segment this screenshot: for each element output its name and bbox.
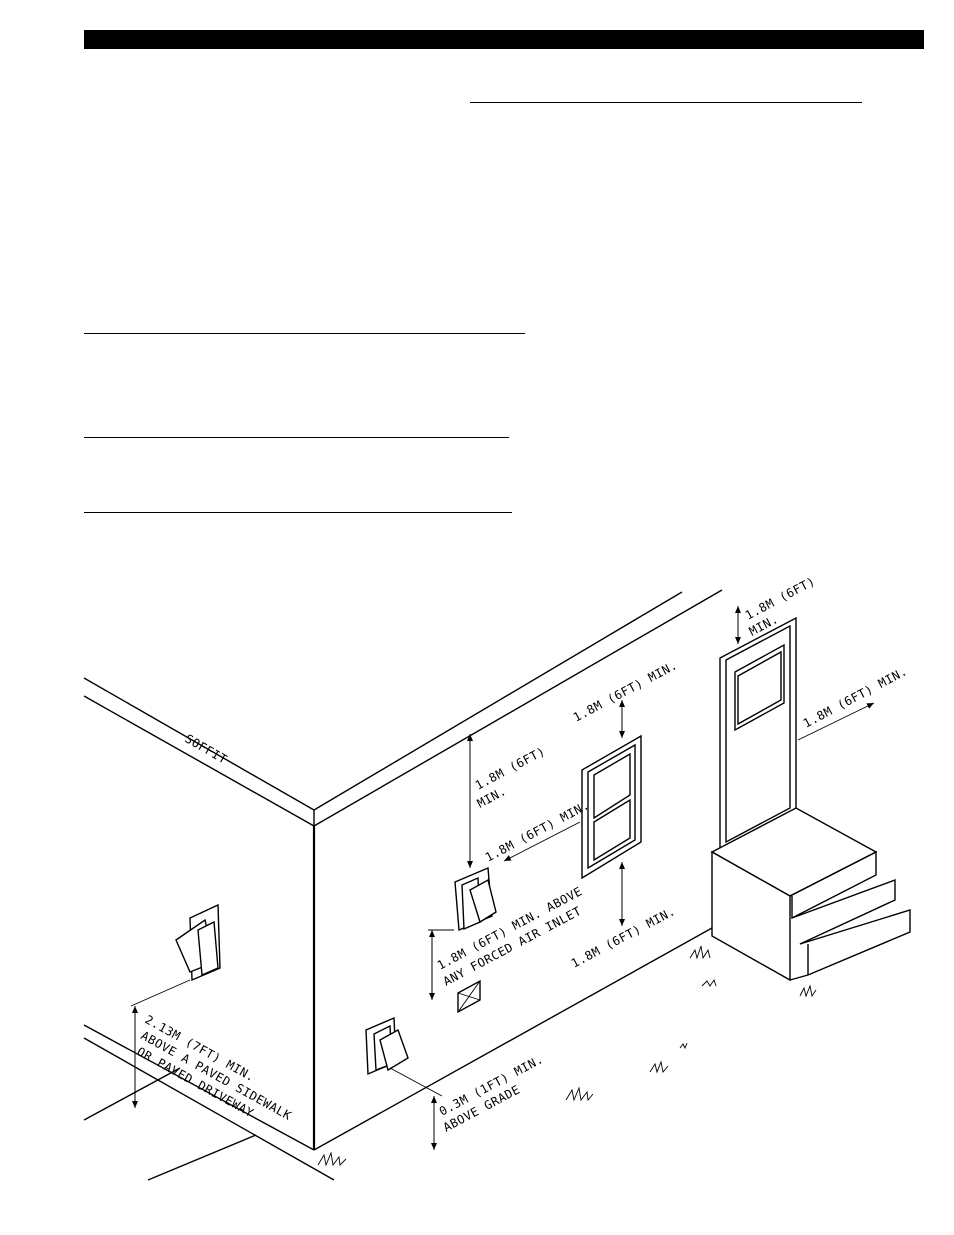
heading-rule xyxy=(470,102,862,103)
window xyxy=(581,734,642,880)
door-side-label: 1.8M (6FT) MIN. xyxy=(801,664,910,731)
heading-rule xyxy=(84,333,525,334)
heading-rule xyxy=(84,512,512,513)
sidewalk-clearance-label: ABOVE A PAVED SIDEWALK xyxy=(139,1028,295,1123)
vent-terminal-side xyxy=(175,903,221,982)
door-top-label: 1.8M (6FT) xyxy=(743,574,818,623)
heading-rule xyxy=(84,437,509,438)
building-outline xyxy=(83,589,723,1181)
steps xyxy=(710,807,911,982)
soffit-label: SOFFIT xyxy=(183,731,230,766)
forced-air-inlet xyxy=(457,979,481,1014)
grass-tufts xyxy=(317,945,817,1167)
vent-terminal-lower xyxy=(365,1016,409,1076)
soffit-clearance-label: 1.8M (6FT) xyxy=(473,744,548,793)
dimension-lines xyxy=(130,606,875,1150)
window-side-label: 1.8M (6FT) MIN. xyxy=(483,798,592,865)
vent-terminal-upper xyxy=(454,866,497,932)
header-bar xyxy=(84,30,924,49)
window-bottom-label: 1.8M (6FT) MIN. xyxy=(569,904,678,971)
